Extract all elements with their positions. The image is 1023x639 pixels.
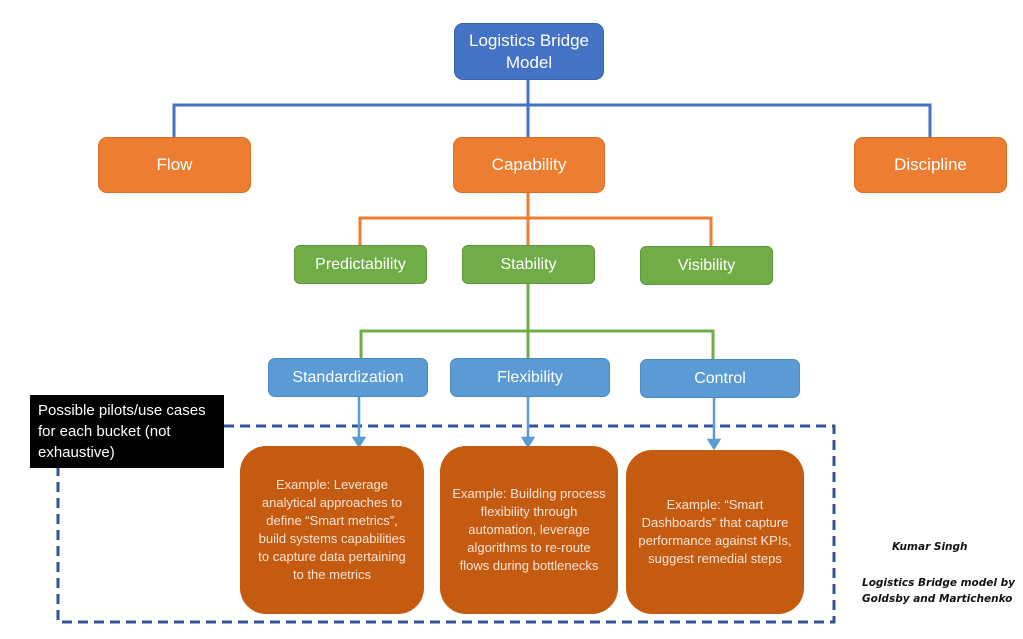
node-control-label: Control xyxy=(694,369,746,387)
node-flow: Flow xyxy=(98,137,251,193)
example-control-text: Example: “Smart Dashboards” that capture… xyxy=(638,497,792,566)
node-stability-label: Stability xyxy=(500,255,557,273)
author-credit-text: Kumar Singh xyxy=(892,541,968,553)
node-discipline: Discipline xyxy=(854,137,1007,193)
node-predictability-label: Predictability xyxy=(315,255,406,273)
connector-capability-bar xyxy=(358,216,713,246)
capability-connectors xyxy=(358,193,713,246)
node-discipline-label: Discipline xyxy=(894,155,967,174)
arrow-head-flexibility xyxy=(520,436,536,449)
node-predictability: Predictability xyxy=(294,245,427,284)
example-standardization: Example: Leverage analytical approaches … xyxy=(240,446,424,614)
node-flexibility-label: Flexibility xyxy=(497,368,563,386)
example-flexibility-text: Example: Building process flexibility th… xyxy=(452,486,606,573)
example-flexibility: Example: Building process flexibility th… xyxy=(440,446,618,614)
node-visibility-label: Visibility xyxy=(677,256,736,274)
callout-text: Possible pilots/use cases for each bucke… xyxy=(38,402,206,461)
root-node: Logistics Bridge Model xyxy=(454,23,604,80)
example-standardization-text: Example: Leverage analytical approaches … xyxy=(258,477,406,582)
node-standardization-label: Standardization xyxy=(292,368,404,386)
connector-root-bar xyxy=(172,103,932,137)
arrow-head-control xyxy=(706,438,722,451)
example-control: Example: “Smart Dashboards” that capture… xyxy=(626,450,804,614)
node-visibility: Visibility xyxy=(640,246,773,285)
stability-connectors xyxy=(359,284,715,359)
node-control: Control xyxy=(640,359,800,398)
node-capability: Capability xyxy=(453,137,605,193)
node-stability: Stability xyxy=(462,245,595,284)
author-credit: Kumar Singh xyxy=(892,541,968,553)
root-label: Logistics Bridge Model xyxy=(468,30,589,72)
example-arrows xyxy=(351,396,722,451)
root-connectors xyxy=(172,80,932,137)
node-standardization: Standardization xyxy=(268,358,428,397)
callout-label: Possible pilots/use cases for each bucke… xyxy=(30,395,224,468)
node-flexibility: Flexibility xyxy=(450,358,610,397)
dashed-box xyxy=(56,424,836,624)
source-credit: Logistics Bridge model by Goldsby and Ma… xyxy=(862,575,1022,607)
node-flow-label: Flow xyxy=(156,155,193,174)
arrow-head-standardization xyxy=(351,436,367,449)
connector-stability-bar xyxy=(359,329,715,359)
node-capability-label: Capability xyxy=(491,155,567,174)
source-credit-text: Logistics Bridge model by Goldsby and Ma… xyxy=(862,577,1016,605)
